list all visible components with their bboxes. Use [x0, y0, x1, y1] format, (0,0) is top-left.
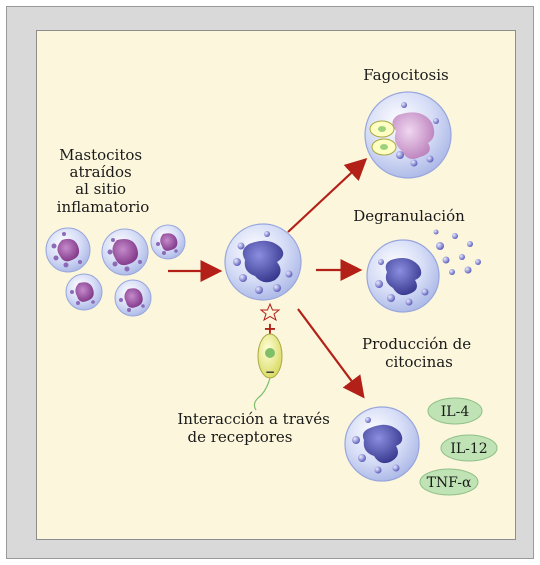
- released-granules: [433, 229, 481, 275]
- receptor-interaction-label: Interacción a través de receptores: [177, 410, 334, 446]
- cytokine-tnfa-label: TNF-α: [427, 475, 472, 491]
- cytokine-il12: IL-12: [440, 434, 498, 462]
- mast-cell: [114, 279, 152, 317]
- phagocytosis-label: Fagocitosis: [363, 66, 448, 84]
- cytokine-il12-label: IL-12: [450, 441, 487, 457]
- arrows: [168, 157, 368, 399]
- minus-sign: −: [265, 365, 275, 379]
- degranulation-cell: [366, 239, 440, 313]
- phagocytosis-cell: [364, 91, 452, 179]
- mast-cell-cluster: [45, 224, 186, 317]
- cytokine-il4: IL-4: [427, 397, 483, 425]
- receptor-cell: −: [253, 333, 283, 411]
- cytokine-production-label: Producción de citocinas: [362, 335, 476, 371]
- plus-sign: +: [263, 319, 276, 338]
- arrow-to-cytokine-production: [297, 308, 365, 399]
- degranulation-label: Degranulación: [353, 207, 465, 225]
- arrow-to-phagocytosis: [287, 157, 368, 233]
- receptor-star-icon: [259, 302, 281, 322]
- central-mast-cell: [224, 223, 302, 301]
- cytokine-cell: [344, 406, 420, 482]
- mast-cell: [101, 228, 149, 276]
- cytokine-tnfa: TNF-α: [419, 468, 479, 496]
- receptor-cell-tail: [253, 377, 271, 411]
- mast-cell: [65, 273, 103, 311]
- mast-cells-attracted-label: Mastocitos atraídos al sitio inflamatori…: [57, 146, 150, 216]
- cytokine-il4-label: IL-4: [441, 404, 470, 420]
- mast-cell: [150, 224, 186, 260]
- mast-cell: [45, 227, 91, 273]
